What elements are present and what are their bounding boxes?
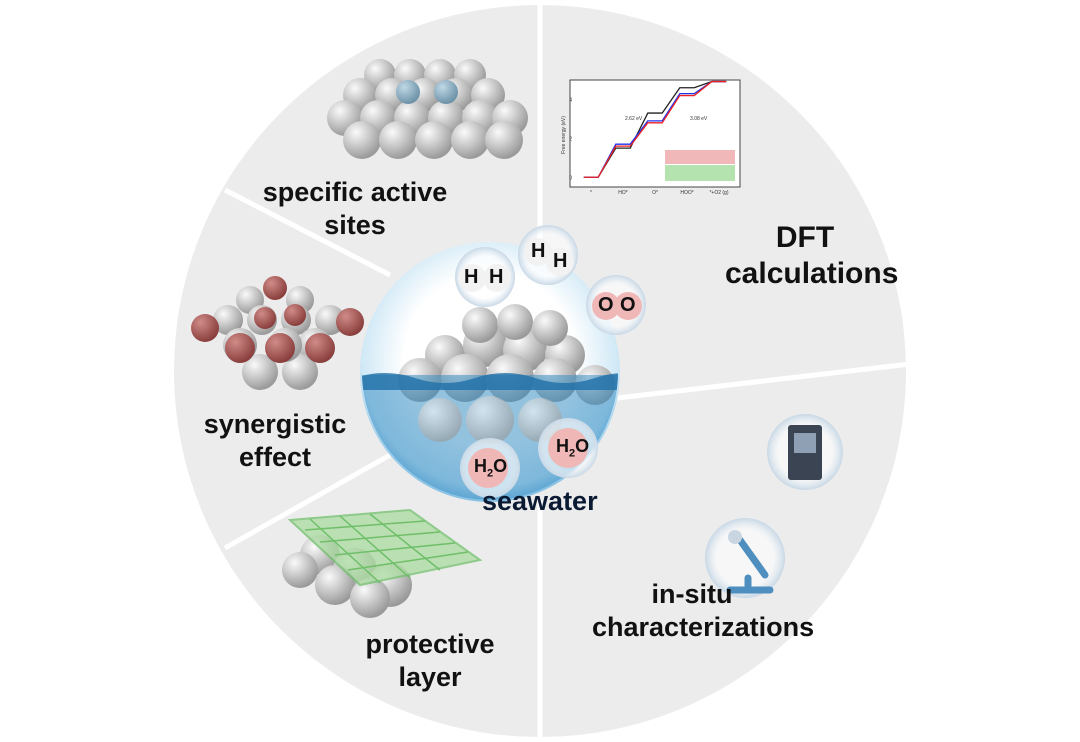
surface-structure-icon <box>665 150 735 181</box>
h2-molecule <box>455 247 515 307</box>
chart-xtick: HOO* <box>680 190 693 196</box>
label-line: characterizations <box>592 612 815 642</box>
water-molecule <box>460 438 520 498</box>
label-line: calculations <box>725 257 899 290</box>
label-line: effect <box>238 442 312 472</box>
chart-xtick: HO* <box>618 190 628 196</box>
chart-ytick: 4 <box>569 97 572 103</box>
label-line: in-situ <box>651 579 733 609</box>
chart-xtick: *+O2 (g) <box>709 190 728 196</box>
o-atom: O <box>598 294 614 316</box>
section-label-protective: protective layer <box>350 628 510 694</box>
section-label-active-sites: specific active sites <box>255 176 455 242</box>
synergistic-lattice-icon <box>191 276 364 390</box>
section-label-synergy: synergistic effect <box>190 408 360 474</box>
section-label-insitu: in-situ characterizations <box>592 578 815 644</box>
label-line: specific active <box>262 177 448 207</box>
h-atom: H <box>464 266 479 288</box>
seawater-label: seawater <box>482 486 598 516</box>
chart-xtick: O* <box>652 190 658 196</box>
chart-ytick: 0 <box>569 175 572 181</box>
dft-chart: * HO* O* HOO* *+O2 (g) 0 2 4 Free energy (eV) 2… <box>561 79 741 196</box>
label-line: layer <box>398 662 462 692</box>
water-label: H2O <box>556 436 590 460</box>
o-atom: O <box>620 294 636 316</box>
label-line: synergistic <box>203 409 347 439</box>
chart-annotation: 2.62 eV <box>625 116 643 122</box>
label-line: sites <box>324 210 386 240</box>
h-atom: H <box>553 250 568 272</box>
chart-series-red <box>583 80 727 178</box>
label-line: protective <box>365 629 495 659</box>
h2-molecule <box>518 225 578 285</box>
water-label: H2O <box>474 456 508 480</box>
h-atom: H <box>489 266 504 288</box>
protective-layer-icon <box>282 508 483 618</box>
chart-annotation: 3.08 eV <box>690 116 708 122</box>
section-label-dft: DFT calculations <box>725 220 899 292</box>
section-dividers <box>223 0 911 742</box>
label-line: DFT <box>775 221 835 254</box>
microscope-bubble-icon <box>705 518 785 598</box>
chart-ylabel: Free energy (eV) <box>561 116 567 154</box>
water-molecule <box>538 418 598 478</box>
o2-molecule <box>586 275 646 335</box>
chart-xtick: * <box>590 190 592 196</box>
instrument-bubble-icon <box>767 414 843 490</box>
active-sites-lattice-icon <box>327 59 528 159</box>
h-atom: H <box>531 240 546 262</box>
chart-ytick: 2 <box>569 136 572 142</box>
